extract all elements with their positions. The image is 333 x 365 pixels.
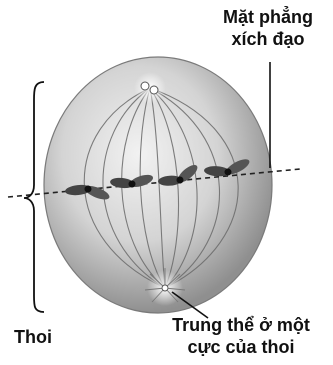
centrosome-label-line1: Trung thể ở một	[152, 314, 330, 336]
spindle-label: Thoi	[8, 326, 58, 348]
equatorial-plane-label-line2: xích đạo	[206, 28, 330, 50]
top-centrosome-icon	[134, 72, 166, 104]
spindle-bracket	[24, 82, 44, 312]
equatorial-plane-label-line1: Mặt phẳng	[206, 6, 330, 28]
equatorial-plane-label: Mặt phẳng xích đạo	[206, 6, 330, 50]
centrosome-label: Trung thể ở một cực của thoi	[152, 314, 330, 358]
centrosome-label-line2: cực của thoi	[152, 336, 330, 358]
